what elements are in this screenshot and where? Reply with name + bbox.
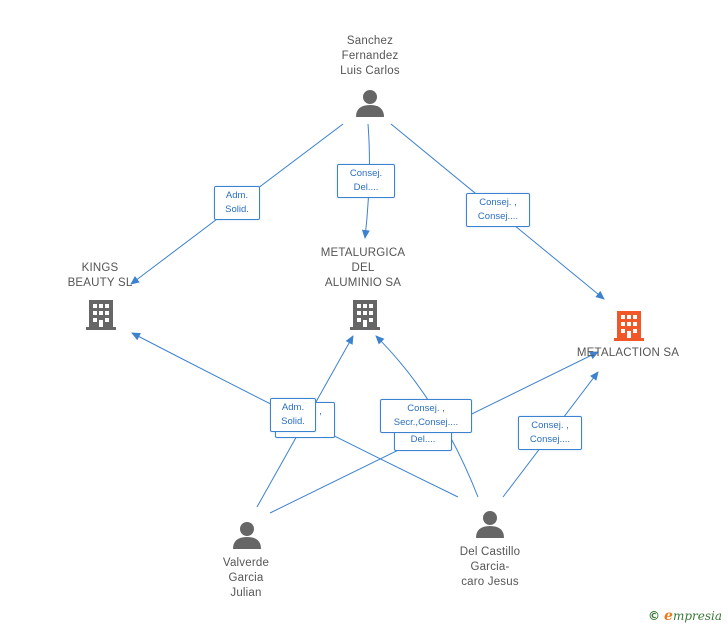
edge-label-valverde-kings[interactable]: Adm. Solid. (270, 398, 316, 432)
node-label-metalurgica[interactable]: METALURGICA DEL ALUMINIO SA (320, 247, 406, 289)
edge-label-sanchez-metalurgica[interactable]: Consej. Del.... (337, 164, 395, 198)
person-icon-delcastillo[interactable] (476, 511, 504, 538)
building-icon-metalurgica[interactable] (350, 300, 380, 330)
edge-label-sanchez-metalaction[interactable]: Consej. , Consej.... (466, 193, 530, 227)
copyright-symbol: © (648, 609, 661, 623)
node-label-metalaction[interactable]: METALACTION SA (576, 347, 680, 359)
person-icon-sanchez[interactable] (356, 90, 384, 117)
edge-label-delcastillo-metalurgica[interactable]: Consej. , Secr.,Consej.... (380, 399, 472, 433)
edge-label-sanchez-kings[interactable]: Adm. Solid. (214, 186, 260, 220)
node-label-delcastillo[interactable]: Del Castillo Garcia- caro Jesus (459, 546, 521, 588)
node-label-valverde[interactable]: Valverde Garcia Julian (222, 557, 270, 599)
empresia-credit[interactable]: ©empresia (648, 608, 722, 624)
edge-label-delcastillo-metalaction[interactable]: Consej. , Consej.... (518, 416, 582, 450)
node-label-kings[interactable]: KINGS BEAUTY SL (67, 262, 133, 289)
person-icon-valverde[interactable] (233, 522, 261, 549)
empresia-logo-text: mpresia (672, 609, 722, 623)
building-icon-metalaction[interactable] (614, 311, 644, 341)
building-icon-kings[interactable] (86, 300, 116, 330)
empresia-logo-initial: e (664, 608, 673, 624)
node-label-sanchez[interactable]: Sanchez Fernandez Luis Carlos (340, 35, 400, 77)
